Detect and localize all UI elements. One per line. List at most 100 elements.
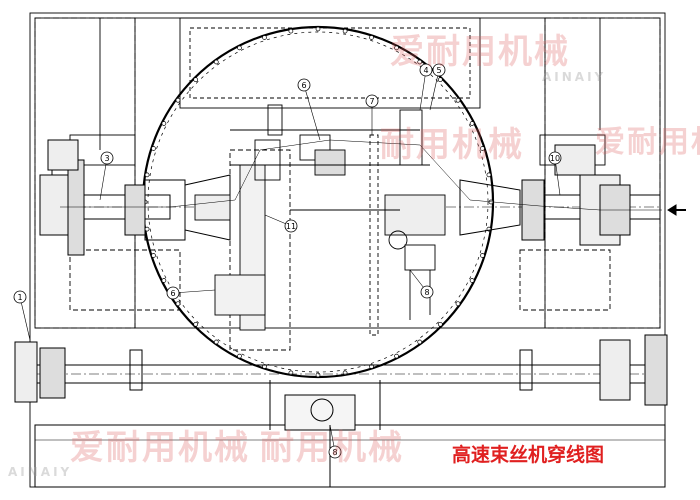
small-pulley — [267, 104, 283, 136]
rotor-bolt — [175, 97, 181, 103]
wire-entry-arrow — [667, 204, 677, 216]
rotor-bolt — [417, 339, 423, 345]
right-bearing — [521, 179, 545, 241]
left-top-gear — [47, 139, 79, 171]
rotor-bolt — [193, 77, 199, 83]
callout-5: 5 — [429, 63, 446, 111]
rotor-bolt — [342, 28, 348, 34]
right-lower-box — [519, 249, 611, 311]
bottom-bearing-right — [519, 349, 533, 391]
traverse-unit — [404, 244, 436, 271]
brake-assembly — [284, 394, 356, 431]
rotor-bolt — [175, 301, 181, 307]
rotor-bolt — [437, 77, 443, 83]
rotor-bolt — [486, 172, 492, 178]
wire-path — [60, 139, 662, 211]
rotor-bolt — [151, 253, 156, 258]
rotor-bolt — [144, 172, 150, 178]
bow-arm-7 — [369, 134, 379, 336]
callout-8: 8 — [409, 269, 434, 299]
rotor-bolt — [369, 35, 374, 40]
right-gear-small — [388, 230, 408, 250]
callout-label: 7 — [369, 97, 374, 106]
rotor-bolt — [151, 146, 156, 151]
callout-8: 8 — [328, 424, 342, 459]
bottom-shaft-assembly — [14, 334, 668, 488]
left-inner-coupling — [194, 194, 231, 221]
rotor-inner-ring — [147, 31, 489, 373]
rotor-bolt — [144, 226, 150, 232]
callout-7: 7 — [365, 94, 379, 135]
rotor-bolt — [469, 121, 475, 126]
upper-right-roller — [399, 109, 423, 166]
rotor-bolt — [455, 97, 461, 103]
rotor-bolt — [455, 301, 461, 307]
left-bearing — [124, 184, 146, 236]
callout-10: 10 — [548, 151, 562, 196]
top-housing — [179, 17, 481, 109]
rotor-bolt — [161, 121, 167, 126]
callout-label: 8 — [424, 288, 429, 297]
left-bearing-block — [39, 174, 69, 236]
right-pulley — [599, 339, 631, 401]
rotor-bolt — [237, 353, 242, 359]
watermark-logo-top: AINAIY — [542, 70, 607, 84]
callout-label: 10 — [550, 154, 560, 163]
callout-6: 6 — [297, 78, 321, 141]
watermark-bottom-partial: 耐用机械 — [260, 428, 404, 468]
drawing-title: 高速束丝机穿线图 — [452, 444, 605, 466]
left-bow-mechanism — [229, 149, 291, 351]
callout-label: 3 — [104, 154, 109, 163]
watermark-bottom-left: 爱耐用机械 — [70, 428, 250, 468]
rotor-bolt — [437, 321, 443, 327]
rotor-bolt — [394, 45, 399, 51]
rotor-bolt — [213, 59, 219, 65]
watermark-logo-bottom: AINAIY — [8, 465, 73, 479]
rotor-bolt — [480, 253, 485, 258]
callout-label: 6 — [301, 81, 306, 90]
callout-6: 6 — [166, 286, 216, 300]
left-hub — [144, 179, 186, 241]
callout-11: 11 — [264, 214, 298, 233]
rotor-bolt — [417, 59, 423, 65]
callout-label: 6 — [170, 289, 175, 298]
right-cone — [459, 179, 521, 236]
callout-1: 1 — [13, 290, 31, 341]
callout-label: 5 — [436, 66, 441, 75]
rotor-bolt — [193, 321, 199, 327]
rotor-bolt — [237, 45, 242, 51]
rotor-bolt — [315, 372, 321, 378]
callout-label: 1 — [17, 293, 22, 302]
callout-3: 3 — [99, 151, 114, 201]
left-pulley — [14, 341, 38, 403]
right-pulley-hub — [644, 334, 668, 406]
left-flange — [67, 159, 85, 256]
rotor-bolt — [480, 146, 485, 151]
left-pulley-hub — [39, 347, 66, 399]
right-gearbox — [384, 194, 446, 236]
rotor-bolt — [394, 353, 399, 359]
right-top-gear — [554, 144, 596, 176]
callout-label: 11 — [286, 222, 296, 231]
watermark-top-right: 爱耐用机械 — [390, 32, 570, 72]
callout-4: 4 — [419, 63, 433, 111]
rotor-bolt — [161, 278, 167, 283]
callout-label: 4 — [423, 66, 428, 75]
rotor-bolt — [262, 35, 267, 40]
watermark-middle: 耐用机械 — [380, 125, 524, 165]
callout-label: 8 — [332, 448, 337, 457]
rotor-bolt — [315, 26, 321, 32]
guide-roller-6 — [314, 149, 346, 176]
left-column — [34, 17, 136, 329]
lower-gear-cluster — [214, 274, 266, 316]
rotor-bolt — [213, 339, 219, 345]
watermark-right-edge: 爱耐用机械 — [595, 125, 700, 160]
rotor-bolt — [469, 278, 475, 283]
rotor-bolt — [288, 28, 294, 34]
left-lower-box — [69, 249, 181, 311]
inner-mechanism — [194, 104, 446, 351]
bottom-bearing-left — [129, 349, 143, 391]
left-cone — [184, 174, 231, 241]
